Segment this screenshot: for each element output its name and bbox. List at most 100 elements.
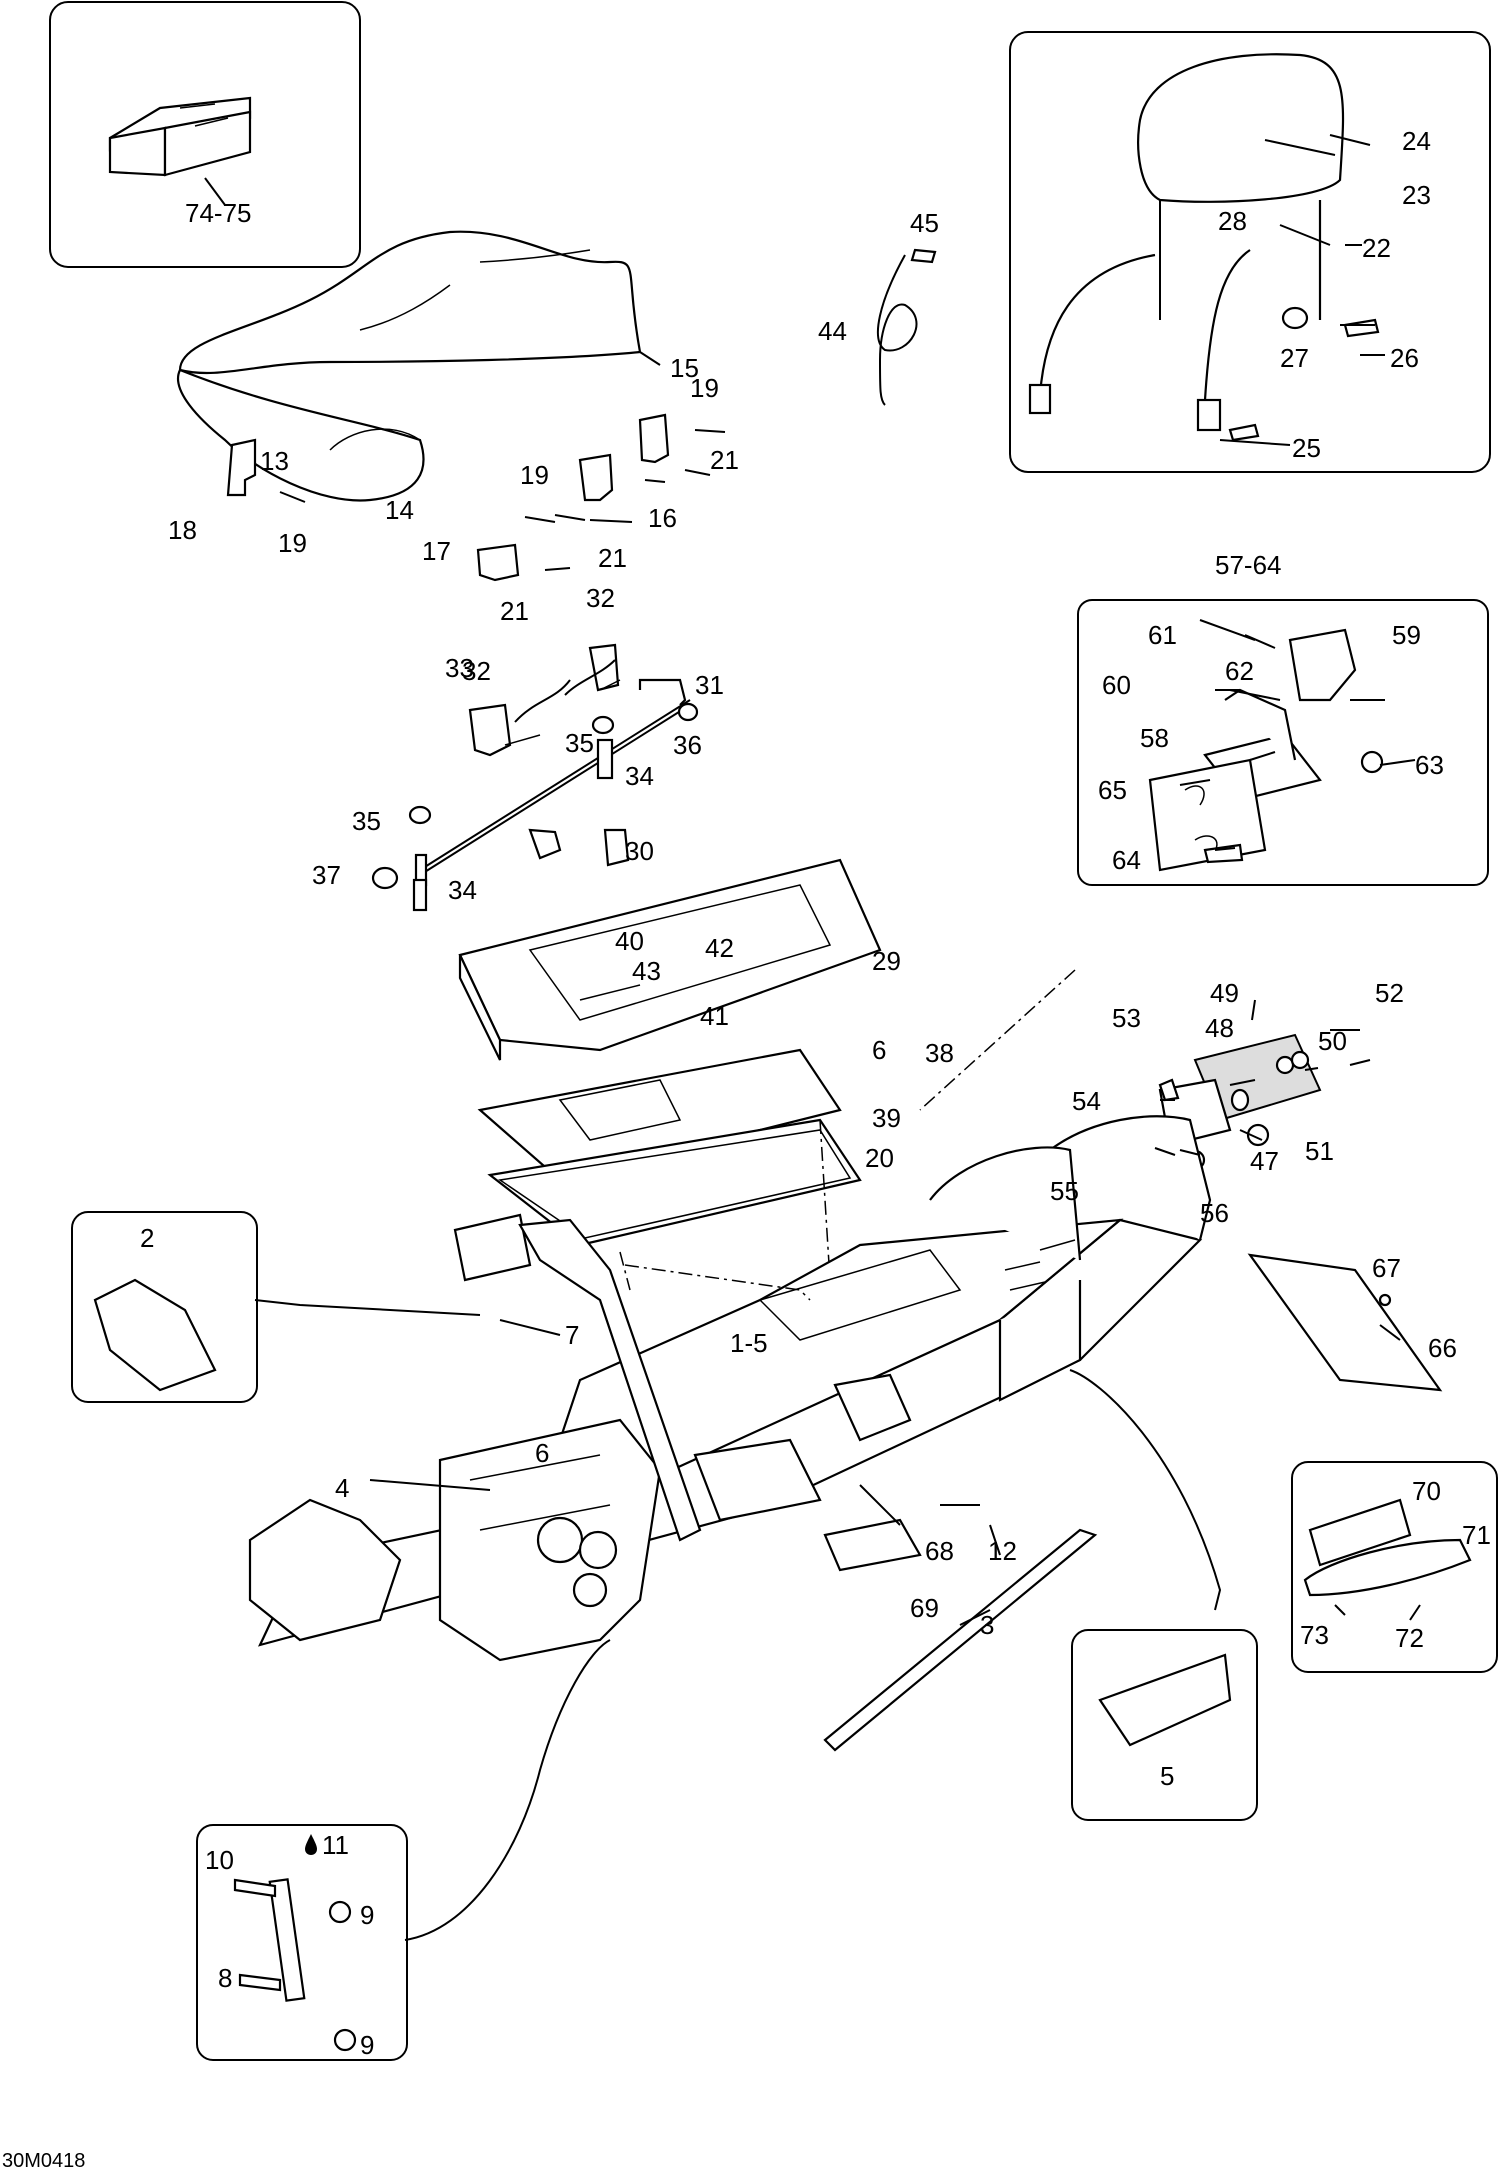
label-48: 48: [1205, 1013, 1234, 1043]
label-15: 15: [670, 353, 699, 383]
inset-parts: [93, 1278, 1472, 2052]
label-70: 70: [1412, 1476, 1441, 1506]
label-19-left: 19: [278, 528, 307, 558]
label-21-mid: 21: [598, 543, 627, 573]
latch-rod-assembly: [371, 643, 699, 912]
label-23: 23: [1402, 180, 1431, 210]
label-18: 18: [168, 515, 197, 545]
label-40: 40: [615, 926, 644, 956]
tether-cord: [877, 248, 937, 406]
label-13: 13: [260, 446, 289, 476]
label-74-75: 74-75: [185, 198, 252, 228]
tail-light-assembly: [1158, 1033, 1322, 1171]
hitch-assembly: [1148, 628, 1384, 872]
label-24: 24: [1402, 126, 1431, 156]
label-25: 25: [1292, 433, 1321, 463]
label-10: 10: [205, 1845, 234, 1875]
label-34-top: 34: [625, 761, 654, 791]
label-16: 16: [648, 503, 677, 533]
label-43: 43: [632, 956, 661, 986]
label-62: 62: [1225, 656, 1254, 686]
label-33: 33: [445, 653, 474, 683]
label-31: 31: [695, 670, 724, 700]
connector-line-2: [919, 969, 1076, 1111]
inset-box-part-2: [71, 1211, 258, 1403]
pad-68: [823, 1518, 922, 1572]
label-36: 36: [673, 730, 702, 760]
label-71: 71: [1462, 1520, 1491, 1550]
label-22: 22: [1362, 233, 1391, 263]
inset-box-part-5: [1071, 1629, 1258, 1821]
label-19-mid: 19: [520, 460, 549, 490]
label-55: 55: [1050, 1176, 1079, 1206]
inset-box-hitch: [1077, 599, 1489, 886]
leader-lines: [254, 139, 1421, 1941]
label-44: 44: [818, 316, 847, 346]
label-20: 20: [865, 1143, 894, 1173]
label-5: 5: [1160, 1761, 1175, 1791]
inset-box-backrest: [1009, 31, 1491, 473]
label-51: 51: [1305, 1136, 1334, 1166]
label-34-left: 34: [448, 875, 477, 905]
label-21-low: 21: [500, 596, 529, 626]
label-9-top: 9: [360, 1900, 375, 1930]
label-27: 27: [1280, 343, 1309, 373]
diagram-code: 30M0418: [2, 2150, 86, 2172]
label-26: 26: [1390, 343, 1419, 373]
label-73: 73: [1300, 1620, 1329, 1650]
label-56: 56: [1200, 1198, 1229, 1228]
label-8: 8: [218, 1963, 233, 1993]
label-66: 66: [1428, 1333, 1457, 1363]
label-50: 50: [1318, 1026, 1347, 1056]
label-28: 28: [1218, 206, 1247, 236]
inset-box-hardware: [196, 1824, 408, 2061]
tray-plates: [477, 1048, 862, 1291]
backrest: [1028, 53, 1380, 442]
label-30: 30: [625, 836, 654, 866]
label-39: 39: [872, 1103, 901, 1133]
label-61: 61: [1148, 620, 1177, 650]
label-37: 37: [312, 860, 341, 890]
label-2: 2: [140, 1223, 155, 1253]
label-52: 52: [1375, 978, 1404, 1008]
chassis-frame: [248, 1115, 1212, 1662]
label-54: 54: [1072, 1086, 1101, 1116]
seat-part: [177, 230, 661, 502]
label-41: 41: [700, 1001, 729, 1031]
seat-cover-part: [108, 96, 252, 206]
label-6-top: 6: [872, 1035, 887, 1065]
rivet-67: [1378, 1293, 1392, 1307]
label-29: 29: [872, 946, 901, 976]
label-58: 58: [1140, 723, 1169, 753]
label-3: 3: [980, 1610, 995, 1640]
storage-tray: [458, 828, 882, 1061]
label-21-right: 21: [710, 445, 739, 475]
label-57-64: 57-64: [1215, 550, 1282, 580]
label-11: 11: [322, 1830, 349, 1860]
hinge-brackets: [226, 413, 726, 582]
label-45: 45: [910, 208, 939, 238]
panel-66: [1247, 1253, 1443, 1392]
label-4: 4: [335, 1473, 350, 1503]
label-60: 60: [1102, 670, 1131, 700]
label-64: 64: [1112, 845, 1141, 875]
label-32-left: 32: [462, 656, 491, 686]
label-17: 17: [422, 536, 451, 566]
runner-strip: [823, 1528, 1098, 1752]
oil-drop-icon: [305, 1834, 317, 1855]
label-14: 14: [385, 495, 414, 525]
label-49: 49: [1210, 978, 1239, 1008]
label-65: 65: [1098, 775, 1127, 805]
label-12: 12: [988, 1536, 1017, 1566]
label-53: 53: [1112, 1003, 1141, 1033]
connector-line: [624, 1264, 811, 1301]
label-42: 42: [705, 933, 734, 963]
label-19-top: 19: [690, 373, 719, 403]
label-9-low: 9: [360, 2030, 375, 2060]
label-35-top: 35: [565, 728, 594, 758]
label-32-right: 32: [586, 583, 615, 613]
label-38: 38: [925, 1038, 954, 1068]
label-68: 68: [925, 1536, 954, 1566]
